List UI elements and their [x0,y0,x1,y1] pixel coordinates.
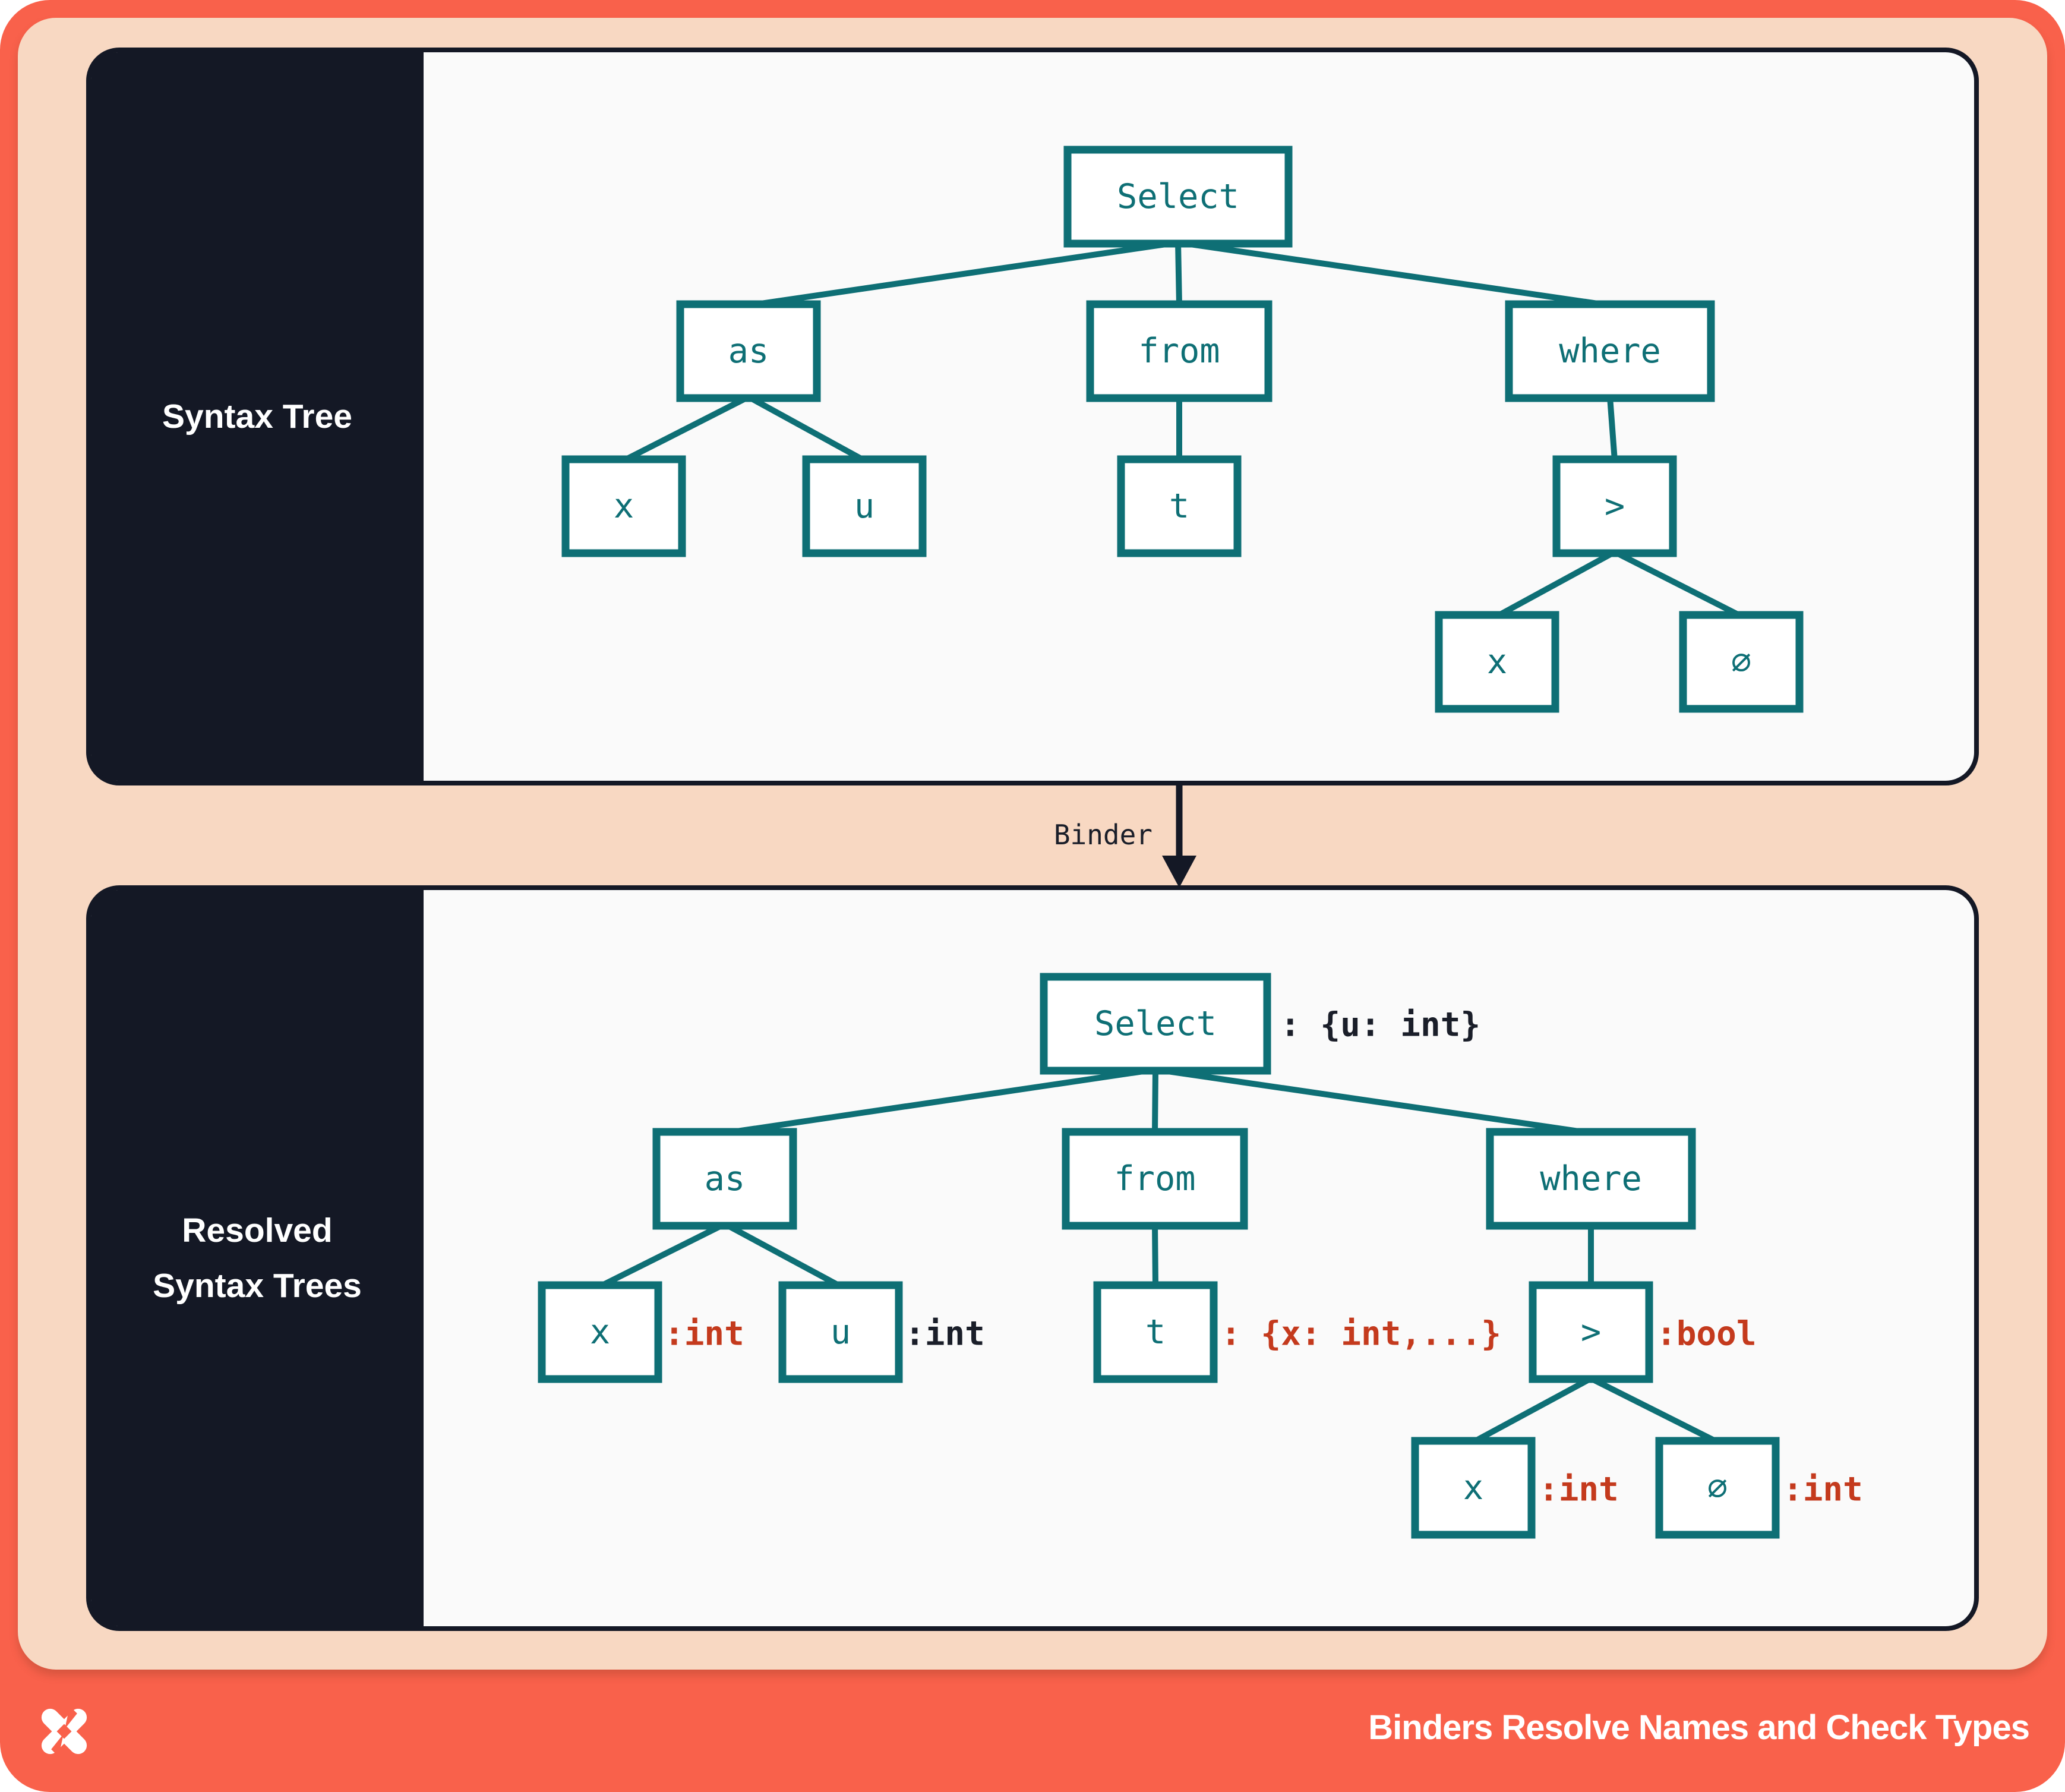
pinwheel-x-logo-icon [41,1706,87,1757]
resolved-trees-sidebar: Resolved Syntax Trees [91,890,424,1626]
binder-label: Binder [1053,819,1153,851]
syntax-tree-panel: Syntax Tree [86,48,1979,785]
resolved-trees-panel: Resolved Syntax Trees [86,885,1979,1631]
footer-title: Binders Resolve Names and Check Types [1368,1708,2030,1747]
resolved-title-line2: Syntax Trees [153,1266,362,1305]
syntax-tree-sidebar: Syntax Tree [91,52,424,781]
resolved-title-line1: Resolved [182,1211,333,1250]
syntax-tree-panel-title: Syntax Tree [162,397,352,436]
resolved-trees-panel-title: Resolved Syntax Trees [153,1203,362,1314]
